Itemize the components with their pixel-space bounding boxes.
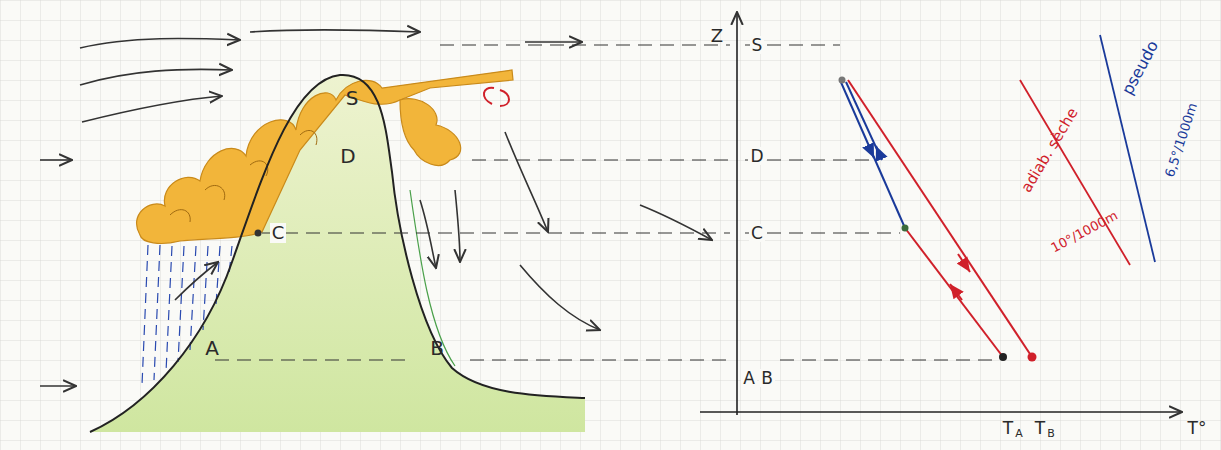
- axes: [700, 12, 1182, 415]
- level-s: S: [750, 36, 765, 55]
- level-a: A: [741, 369, 757, 388]
- level-c: C: [749, 224, 765, 243]
- temp-ta: T: [1001, 419, 1015, 438]
- temp-ta-sub: A: [1013, 428, 1025, 440]
- rain: [142, 245, 232, 385]
- cloud: [137, 70, 513, 243]
- pseudo-rate: 6,5°/1000m: [1163, 99, 1202, 181]
- condensation-letter: C: [270, 223, 287, 243]
- point-ta: [999, 353, 1007, 361]
- level-lines: [215, 45, 1000, 360]
- dry-adiabat-rate: 10°/1000m: [1048, 208, 1123, 257]
- wind-arrows: [40, 30, 712, 386]
- windward-letter: A: [203, 337, 221, 359]
- point-tb: [1028, 353, 1037, 362]
- temp-tb: T: [1033, 419, 1047, 438]
- level-b: B: [759, 369, 775, 388]
- dry-adiabat-label: adiab. sèche: [1017, 103, 1082, 196]
- profiles: [840, 80, 1032, 357]
- mountain-fill: [90, 75, 585, 432]
- point-c: [255, 230, 262, 237]
- temp-tb-sub: B: [1045, 428, 1057, 440]
- cloud-detail: [170, 130, 317, 222]
- lee-base-letter: B: [428, 337, 446, 359]
- summit-letter: S: [344, 87, 361, 109]
- level-d: D: [748, 147, 765, 166]
- lee-letter: D: [338, 145, 357, 167]
- mountain-outline: [90, 75, 585, 432]
- lee-slope: [410, 190, 455, 366]
- axis-z: Z: [709, 26, 725, 46]
- turbulence: [484, 88, 509, 106]
- pseudo-label: pseudo: [1118, 36, 1163, 99]
- axis-t: T°: [1186, 419, 1209, 438]
- point-c-graph: [902, 225, 909, 232]
- point-s-graph: [839, 77, 846, 84]
